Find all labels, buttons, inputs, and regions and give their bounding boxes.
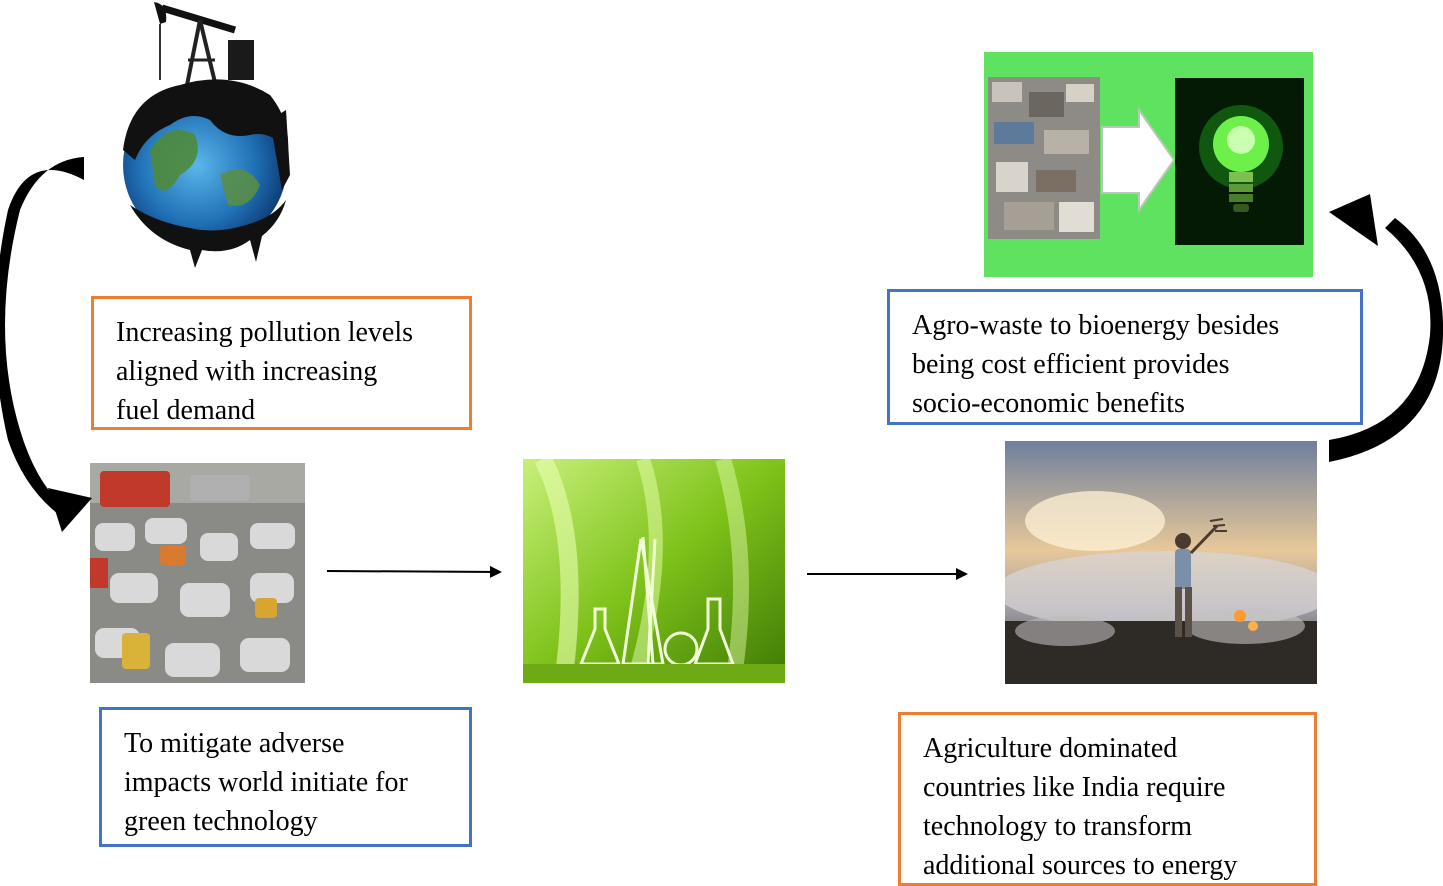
green-lab-photo	[523, 459, 785, 683]
traffic-jam-photo	[90, 463, 305, 683]
agro-waste-line-2: being cost efficient provides	[912, 349, 1230, 380]
agriculture-line-1: Agriculture dominated	[923, 733, 1178, 764]
pollution-text-box: Increasing pollution levels aligned with…	[91, 296, 472, 430]
agriculture-line-4: additional sources to energy	[923, 850, 1238, 881]
curved-arrow-left	[0, 157, 84, 517]
pollution-line-3: fuel demand	[116, 395, 256, 426]
curved-arrow-right-head	[1329, 194, 1378, 246]
agriculture-text-box: Agriculture dominated countries like Ind…	[898, 712, 1317, 886]
curved-arrow-right	[1329, 218, 1443, 462]
agro-waste-line-1: Agro-waste to bioenergy besides	[912, 310, 1280, 341]
agro-waste-line-3: socio-economic benefits	[912, 388, 1185, 419]
curved-arrow-left-head	[48, 488, 92, 532]
pollution-line-2: aligned with increasing	[116, 356, 378, 387]
mitigate-line-1: To mitigate adverse	[124, 728, 345, 759]
agro-waste-text-box: Agro-waste to bioenergy besides being co…	[887, 289, 1363, 425]
pollution-line-1: Increasing pollution levels	[116, 317, 414, 348]
oil-globe-icon	[110, 0, 300, 275]
agriculture-line-3: technology to transform	[923, 811, 1193, 842]
mitigate-text-box: To mitigate adverse impacts world initia…	[99, 707, 472, 847]
waste-to-energy-panel	[984, 52, 1313, 277]
arrow-traffic-to-lab	[326, 565, 502, 578]
mitigate-line-2: impacts world initiate for	[124, 767, 408, 798]
crop-burning-photo	[1005, 441, 1317, 684]
agriculture-line-2: countries like India require	[923, 772, 1226, 803]
mitigate-line-3: green technology	[124, 806, 318, 837]
